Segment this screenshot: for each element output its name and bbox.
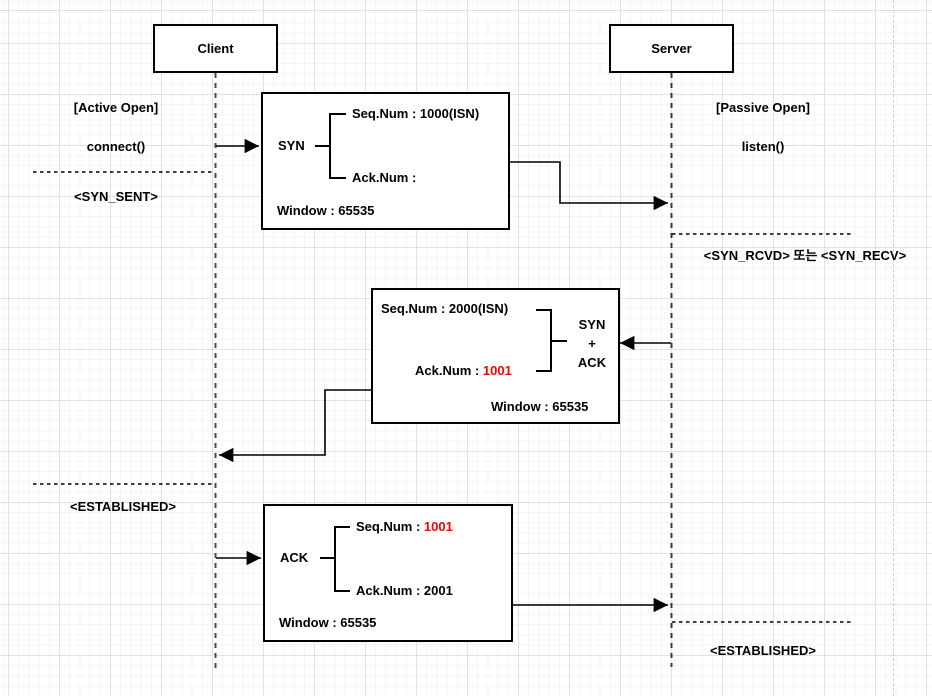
syn-window-label: Window : 65535 bbox=[277, 203, 375, 218]
synack-ack-prefix: Ack.Num : bbox=[415, 363, 483, 378]
actor-box-server: Server bbox=[609, 24, 734, 73]
passive-open-label: [Passive Open] bbox=[716, 100, 810, 115]
active-open-label: [Active Open] bbox=[73, 100, 159, 115]
connect-label: connect() bbox=[86, 139, 146, 154]
actor-box-client: Client bbox=[153, 24, 278, 73]
synack-window-label: Window : 65535 bbox=[491, 399, 589, 414]
syn-sent-state-label: <SYN_SENT> bbox=[74, 189, 158, 204]
ack-seq-prefix: Seq.Num : bbox=[356, 519, 424, 534]
synack-ack-label: Ack.Num : 1001 bbox=[415, 363, 512, 379]
message-box-syn bbox=[261, 92, 510, 230]
ack-window-label: Window : 65535 bbox=[279, 615, 377, 630]
message-box-ack bbox=[263, 504, 513, 642]
syn-flag-label: SYN bbox=[278, 138, 305, 153]
ack-ack-label: Ack.Num : 2001 bbox=[356, 583, 453, 598]
client-label: Client bbox=[197, 41, 234, 56]
ack-seq-label: Seq.Num : 1001 bbox=[356, 519, 453, 535]
synack-flag-line3: ACK bbox=[577, 355, 607, 370]
synack-flag-label: SYN + ACK bbox=[578, 315, 606, 372]
syn-seq-label: Seq.Num : 1000(ISN) bbox=[352, 106, 480, 121]
synack-ack-value: 1001 bbox=[482, 363, 512, 378]
page-break-line bbox=[893, 0, 894, 696]
synack-flag-line2: + bbox=[588, 336, 596, 351]
server-label: Server bbox=[651, 41, 692, 56]
ack-seq-value: 1001 bbox=[423, 519, 453, 534]
synack-seq-label: Seq.Num : 2000(ISN) bbox=[381, 301, 509, 316]
listen-label: listen() bbox=[741, 139, 785, 154]
synack-flag-line1: SYN bbox=[578, 317, 606, 332]
arrow-synack-to-client bbox=[219, 389, 373, 463]
syn-ack-label: Ack.Num : bbox=[352, 170, 417, 185]
arrow-syn-to-server bbox=[508, 161, 668, 211]
message-box-syn-ack bbox=[371, 288, 620, 424]
established-client-label: <ESTABLISHED> bbox=[70, 499, 176, 514]
ack-flag-label: ACK bbox=[280, 550, 309, 565]
established-server-label: <ESTABLISHED> bbox=[710, 643, 816, 658]
syn-rcvd-state-label: <SYN_RCVD> 또는 <SYN_RECV> bbox=[703, 248, 907, 263]
